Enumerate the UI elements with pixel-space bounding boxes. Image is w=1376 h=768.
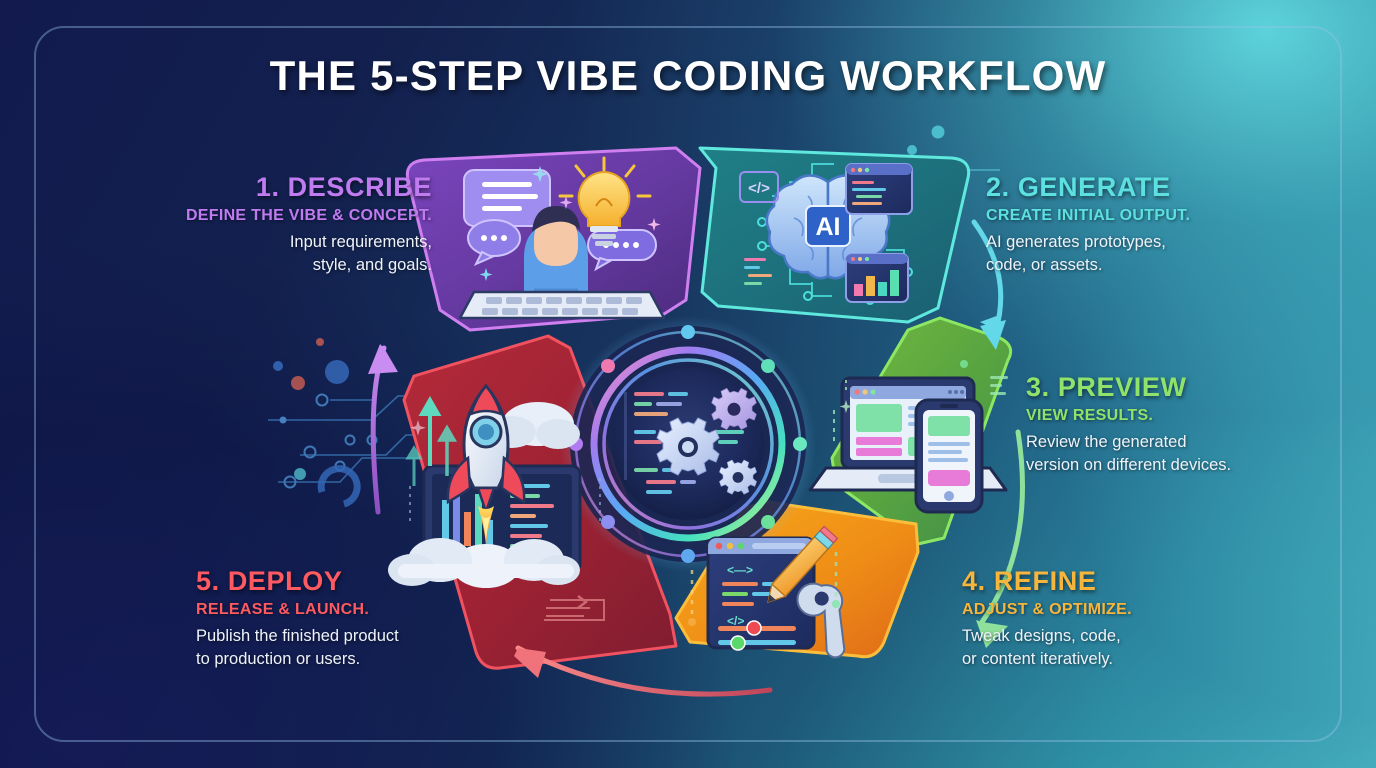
gear-large-icon [656, 417, 720, 476]
rocket-launch-icon [388, 383, 605, 621]
arrow-refine-to-deploy [514, 645, 773, 697]
step-description-refine: Tweak designs, code, or content iterativ… [962, 627, 1121, 668]
step-subtitle-refine: ADJUST & OPTIMIZE. [962, 601, 1132, 618]
svg-text:<—>: <—> [727, 563, 753, 577]
step-description-preview: Review the generated version on differen… [1026, 433, 1232, 474]
arrow-generate-to-preview [971, 219, 1006, 350]
arrow-deploy-to-describe [368, 344, 398, 515]
step-text-deploy: 5. DEPLOY RELEASE & LAUNCH. Publish the … [196, 566, 496, 671]
step-title-preview: 3. PREVIEW [1026, 372, 1187, 402]
step-title-describe: 1. DESCRIBE [255, 172, 432, 202]
step-text-preview: 3. PREVIEW VIEW RESULTS. Review the gene… [1026, 372, 1316, 477]
page-title: THE 5-STEP VIBE CODING WORKFLOW [269, 52, 1107, 99]
step-subtitle-generate: CREATE INITIAL OUTPUT. [986, 207, 1191, 224]
step-subtitle-deploy: RELEASE & LAUNCH. [196, 601, 370, 618]
step-title-deploy: 5. DEPLOY [196, 566, 343, 596]
hub-code-lines [624, 392, 744, 494]
step-description-deploy: Publish the finished product to producti… [196, 627, 399, 668]
person-keyboard-lightbulb-icon [458, 156, 666, 320]
laptop-phone-preview-icon [808, 360, 1008, 514]
ai-brain-icon: AI </> [739, 163, 913, 305]
step-subtitle-preview: VIEW RESULTS. [1026, 407, 1154, 424]
gear-medium-icon [711, 387, 757, 430]
center-hub [560, 316, 816, 572]
step-title-refine: 4. REFINE [962, 566, 1097, 596]
step-description-describe: Input requirements, style, and goals. [289, 233, 432, 274]
gear-small-icon [719, 459, 757, 495]
step-text-refine: 4. REFINE ADJUST & OPTIMIZE. Tweak desig… [962, 566, 1262, 671]
step-title-generate: 2. GENERATE [986, 172, 1171, 202]
step-subtitle-describe: DEFINE THE VIBE & CONCEPT. [185, 207, 432, 224]
svg-text:</>: </> [748, 180, 770, 197]
svg-text:AI: AI [816, 213, 841, 241]
svg-text:</>: </> [727, 614, 744, 628]
step-text-generate: 2. GENERATE CREATE INITIAL OUTPUT. AI ge… [986, 172, 1286, 277]
code-editor-pencil-wrench-icon: <—> </> [688, 525, 846, 659]
arrow-preview-to-refine [976, 429, 1025, 648]
step-description-generate: AI generates prototypes, code, or assets… [986, 233, 1166, 274]
step-text-describe: 1. DESCRIBE DEFINE THE VIBE & CONCEPT. I… [150, 172, 432, 277]
